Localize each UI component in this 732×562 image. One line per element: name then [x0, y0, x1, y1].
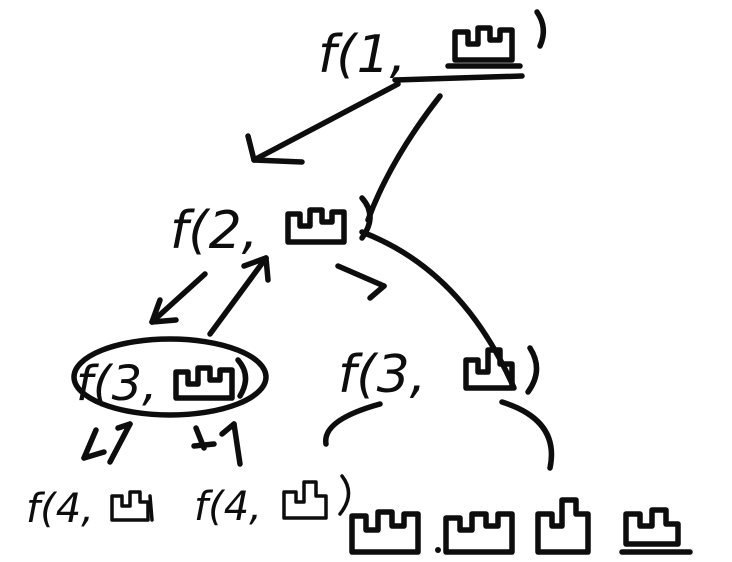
node-2-label: f(2, [170, 201, 258, 261]
node-3-right-label: f(3, [338, 345, 426, 405]
state-glyph-icon [173, 365, 235, 401]
edges-node-3-left [81, 421, 243, 467]
edges-root [245, 81, 443, 223]
node-root-label: f(1, [318, 25, 406, 85]
node-4-left-label: f(4, [26, 486, 94, 532]
root-close-paren [534, 9, 547, 49]
state-glyph-icon [349, 509, 421, 555]
node-3-highlight-circle [71, 336, 269, 418]
node-3-left: f(3, [71, 336, 269, 418]
node-4-right-label: f(4, [194, 484, 262, 530]
state-glyph-icon [463, 347, 515, 391]
state-glyph-icon [623, 507, 681, 547]
node-3-right: f(3, [323, 345, 555, 471]
node-4-right: f(4, [194, 474, 351, 530]
node-2: f(2, [170, 195, 373, 261]
separator-dot [435, 547, 441, 553]
state-glyph-icon [443, 511, 515, 555]
root-underline [392, 73, 525, 83]
node-root: f(1, [318, 9, 547, 85]
state-glyph-icon [285, 207, 347, 245]
node-4-left: f(4, [26, 486, 154, 532]
terminal-states [349, 497, 693, 555]
state-glyph-icon [445, 25, 523, 69]
state-glyph-icon [535, 497, 591, 555]
node-3-left-label: f(3, [76, 356, 157, 412]
state-glyph-icon [110, 490, 150, 522]
state-glyph-icon [282, 480, 328, 520]
